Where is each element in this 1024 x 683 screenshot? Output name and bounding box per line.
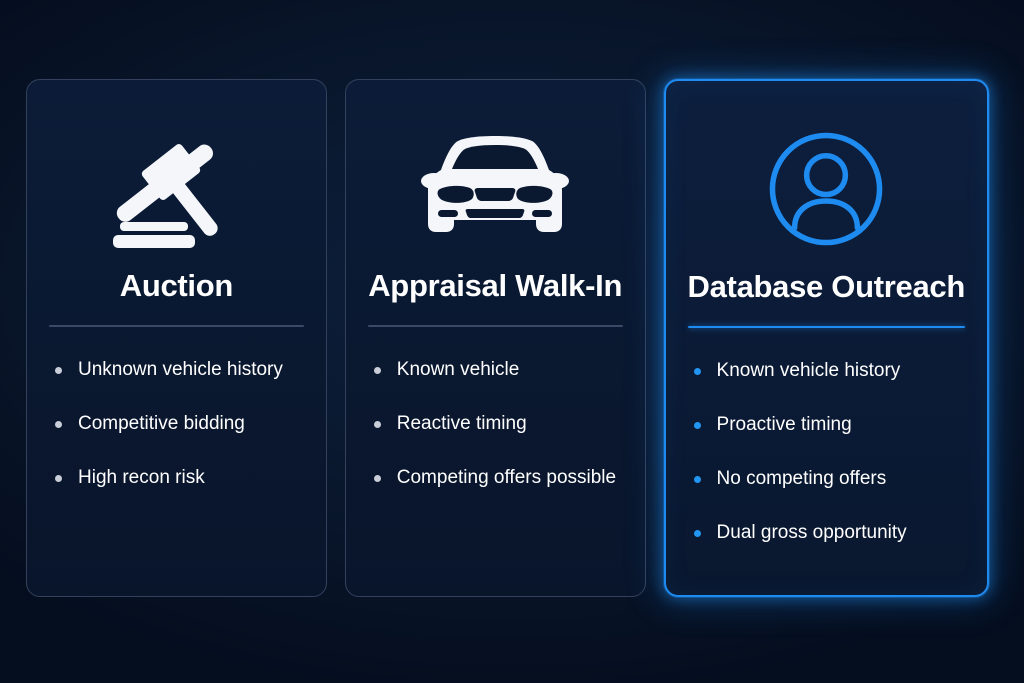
- list-item: No competing offers: [693, 468, 965, 490]
- list-item: Competitive bidding: [55, 413, 304, 435]
- list-item: Known vehicle history: [693, 360, 965, 382]
- list-item: Known vehicle: [373, 359, 623, 381]
- list-item-label: Dual gross opportunity: [716, 522, 907, 543]
- title-divider: [367, 325, 623, 327]
- card-title: Auction: [119, 268, 234, 303]
- gavel-icon: [49, 108, 304, 268]
- list-item-label: No competing offers: [716, 468, 887, 489]
- card-title: Appraisal Walk-In: [368, 268, 623, 303]
- bullet-dot-icon: [55, 367, 62, 374]
- list-item-label: Unknown vehicle history: [78, 359, 283, 380]
- feature-list: Known vehicle Reactive timing Competing …: [368, 359, 623, 489]
- card-auction[interactable]: Auction Unknown vehicle history Competit…: [26, 79, 327, 597]
- title-divider: [687, 326, 965, 328]
- list-item-label: Competitive bidding: [78, 413, 245, 434]
- bullet-dot-icon: [55, 421, 62, 428]
- card-database-outreach[interactable]: Database Outreach Known vehicle history …: [663, 79, 989, 597]
- card-title: Database Outreach: [687, 269, 966, 304]
- list-item: High recon risk: [55, 467, 304, 489]
- bullet-dot-icon: [373, 421, 381, 428]
- feature-list: Known vehicle history Proactive timing N…: [688, 360, 965, 544]
- list-item-label: Competing offers possible: [396, 467, 617, 488]
- bullet-dot-icon: [693, 530, 701, 537]
- list-item-label: High recon risk: [78, 467, 205, 488]
- list-item-label: Proactive timing: [716, 414, 852, 435]
- card-appraisal-walk-in[interactable]: Appraisal Walk-In Known vehicle Reactive…: [344, 79, 646, 597]
- bullet-dot-icon: [693, 476, 701, 483]
- bullet-dot-icon: [373, 475, 381, 482]
- car-front-icon: [368, 108, 623, 268]
- feature-list: Unknown vehicle history Competitive bidd…: [49, 359, 304, 489]
- list-item-label: Known vehicle history: [716, 360, 901, 381]
- list-item: Reactive timing: [373, 413, 623, 435]
- list-item: Dual gross opportunity: [693, 522, 965, 544]
- list-item-label: Reactive timing: [396, 413, 527, 434]
- user-circle-icon: [688, 109, 965, 269]
- comparison-card-group: Auction Unknown vehicle history Competit…: [26, 79, 989, 597]
- list-item-label: Known vehicle: [396, 359, 520, 380]
- list-item: Competing offers possible: [373, 467, 623, 489]
- bullet-dot-icon: [55, 475, 62, 482]
- title-divider: [49, 325, 304, 327]
- list-item: Proactive timing: [693, 414, 965, 436]
- bullet-dot-icon: [693, 368, 701, 375]
- bullet-dot-icon: [693, 422, 701, 429]
- list-item: Unknown vehicle history: [55, 359, 304, 381]
- bullet-dot-icon: [373, 367, 381, 374]
